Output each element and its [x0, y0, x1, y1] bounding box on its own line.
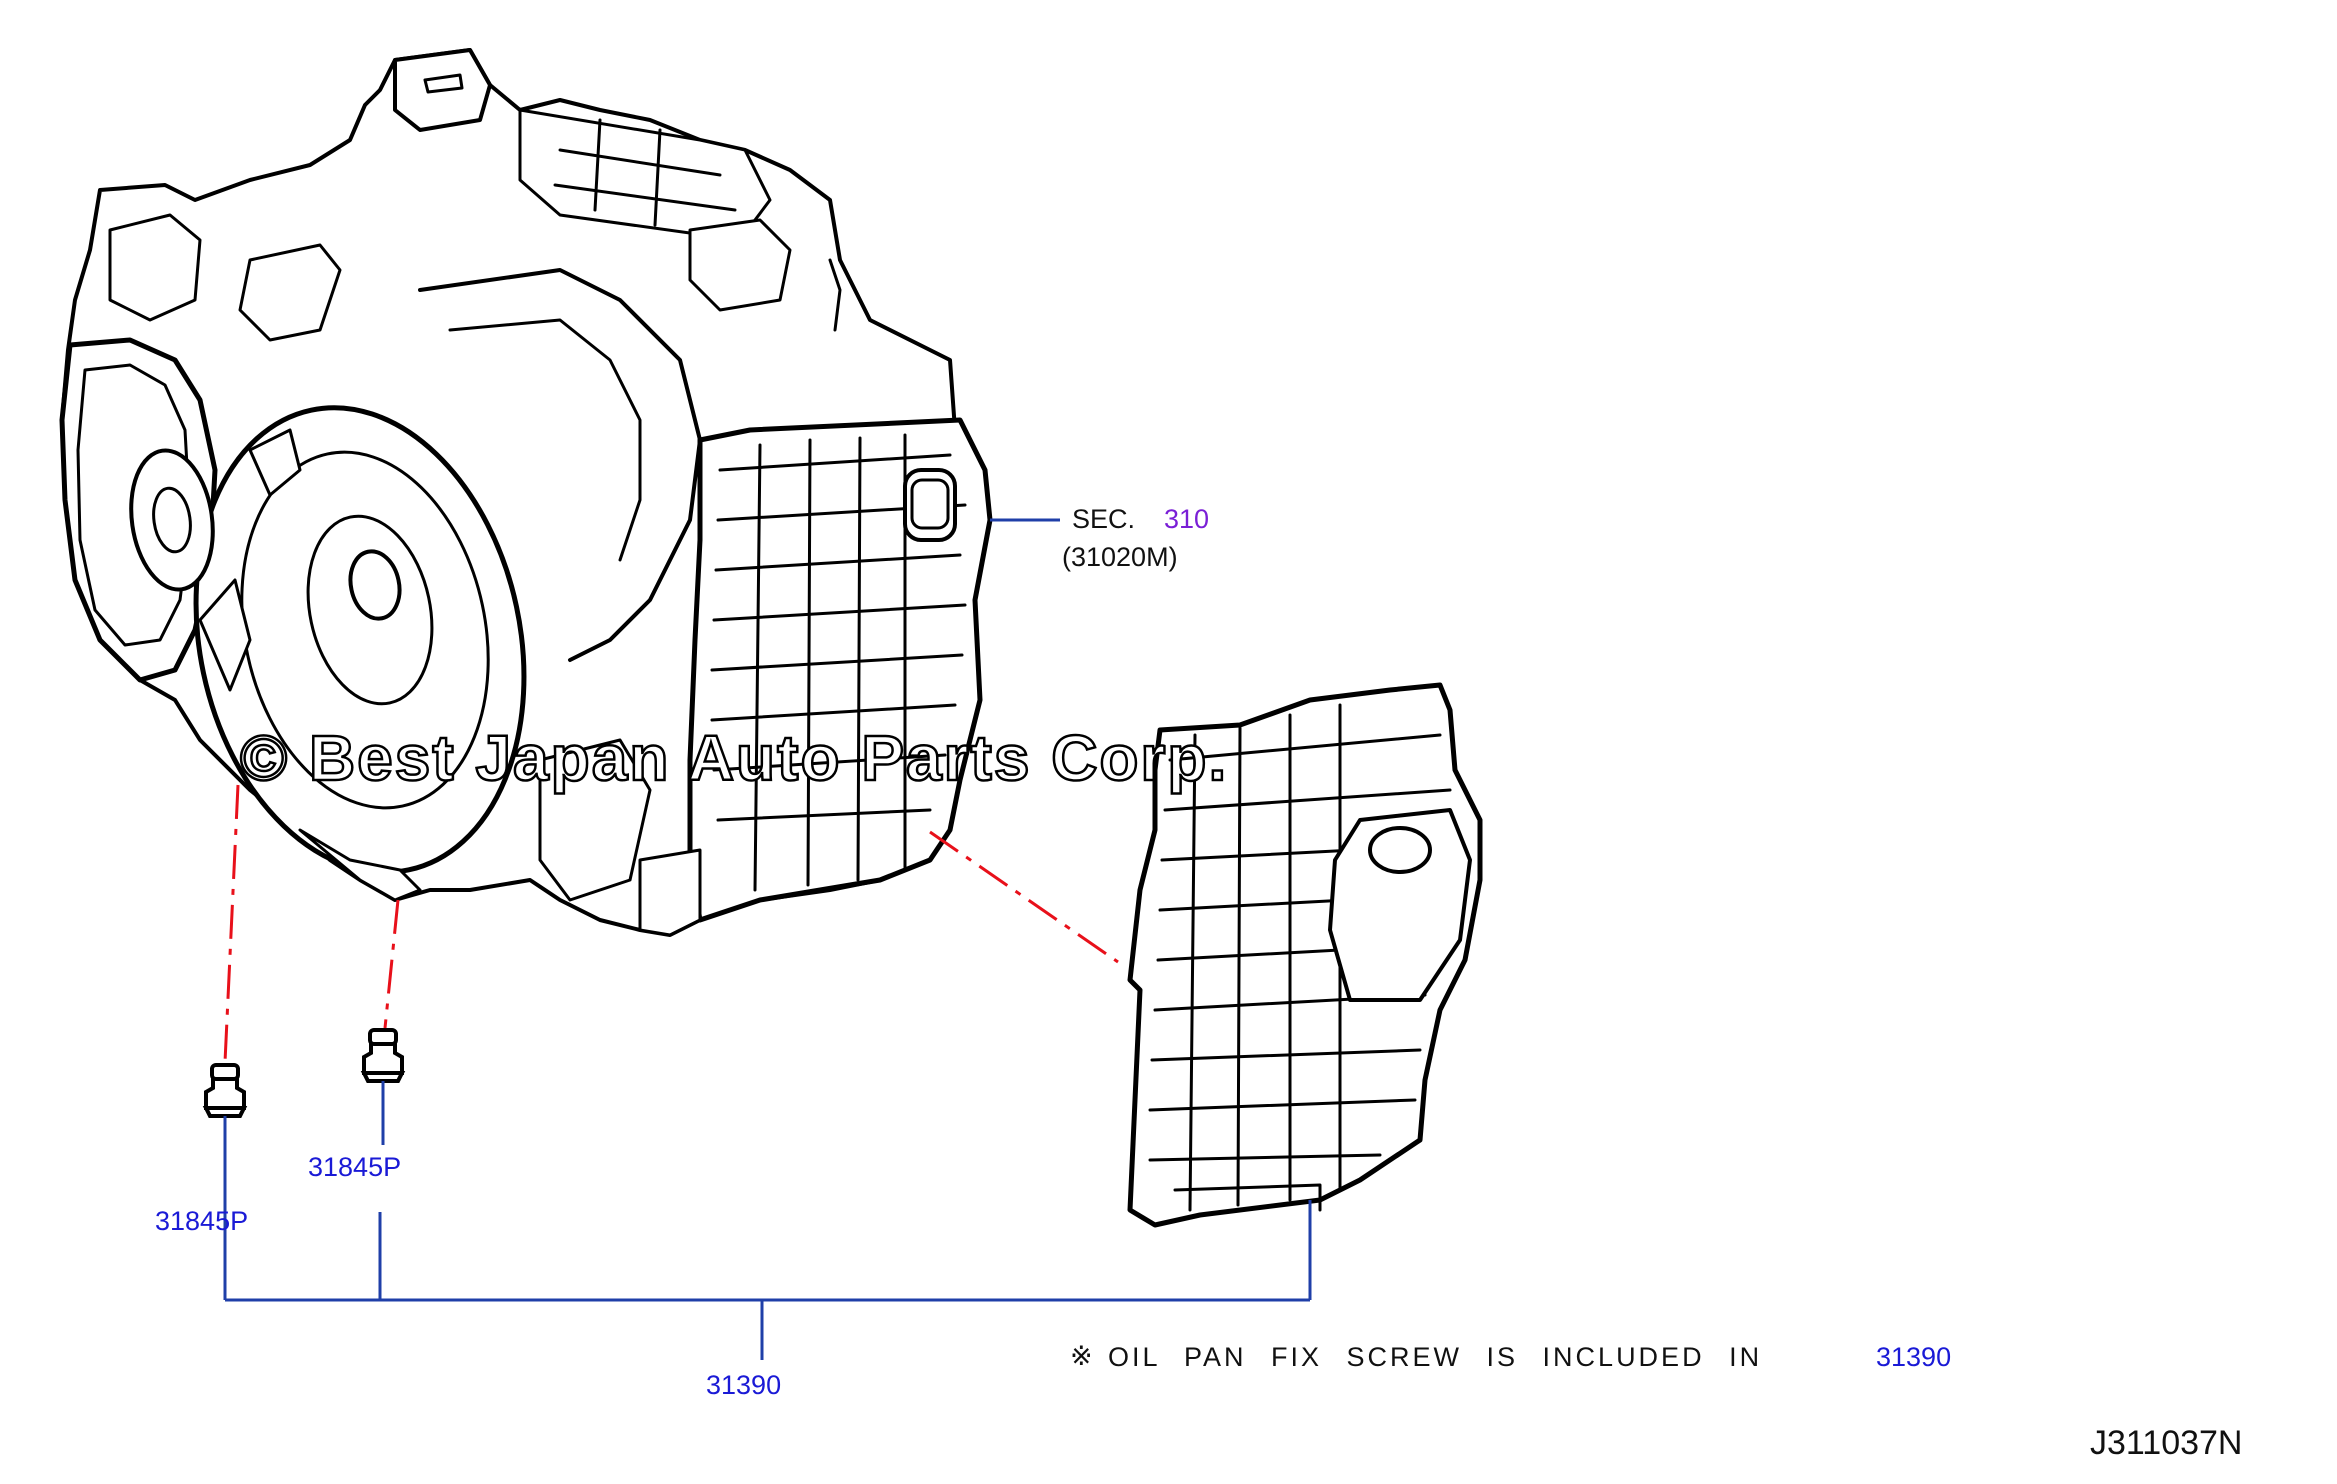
watermark: © Best Japan Auto Parts Corp. — [240, 722, 1228, 794]
part-label-31845p-left[interactable]: 31845P — [155, 1206, 249, 1236]
drain-plug-icon — [202, 1063, 248, 1118]
note-part-link[interactable]: 31390 — [1876, 1342, 1952, 1372]
transmission-assembly-icon — [59, 48, 993, 937]
part-label-31390[interactable]: 31390 — [706, 1370, 782, 1400]
note-symbol: ※ — [1070, 1341, 1093, 1371]
sec-prefix-label: SEC. — [1072, 504, 1136, 534]
oil-pan-icon — [1127, 682, 1483, 1228]
install-lines — [223, 784, 1119, 1063]
note-text: OIL PAN FIX SCREW IS INCLUDED IN — [1108, 1342, 1763, 1372]
sec-number-link[interactable]: 310 — [1164, 504, 1210, 534]
leader-lines — [223, 518, 1312, 1360]
drawing-reference: J311037N — [2090, 1424, 2243, 1462]
drain-plug-icon — [360, 1028, 406, 1083]
part-label-31845p-right[interactable]: 31845P — [308, 1152, 402, 1182]
sec-sub-label: (31020M) — [1062, 542, 1178, 572]
